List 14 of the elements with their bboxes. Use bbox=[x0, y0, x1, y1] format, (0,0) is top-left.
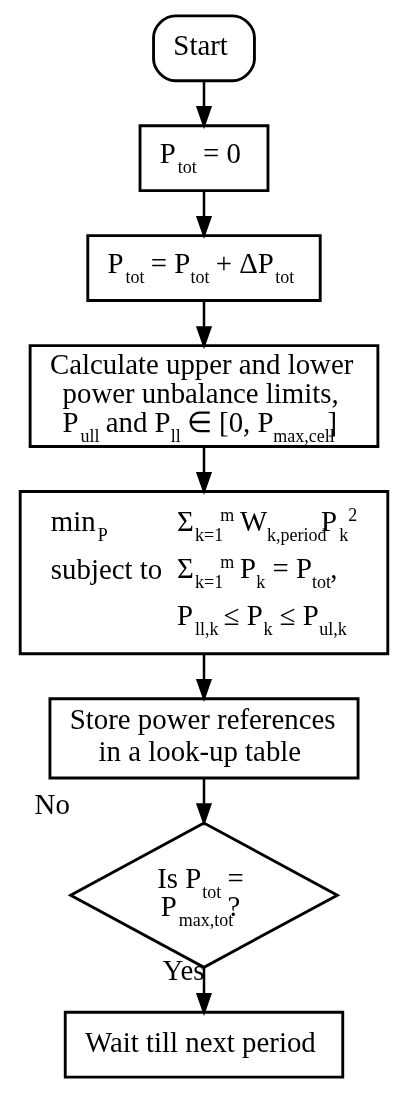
arrow bbox=[195, 300, 212, 350]
node-box: Store power references in a look-up table bbox=[48, 697, 359, 780]
arrow bbox=[195, 654, 212, 703]
node-label: No bbox=[34, 787, 70, 820]
arrow bbox=[195, 80, 212, 130]
node-box: Calculate upper and lower power unbalance limits, P$_{ull}$ and P$_{ll}$ ∈ [0, P$_{max,cell}$] bbox=[28, 344, 379, 448]
node-box: P$_{tot}$ = 0 bbox=[138, 124, 269, 193]
node-box: Start bbox=[151, 14, 256, 83]
node-box: P$_{tot}$ = P$_{tot}$ + ΔP$_{tot}$ bbox=[85, 234, 322, 302]
arrow bbox=[195, 967, 212, 1016]
arrow bbox=[195, 778, 212, 827]
arrow bbox=[195, 190, 212, 240]
arrow bbox=[195, 446, 212, 495]
node-box: Wait till next period bbox=[63, 1010, 344, 1079]
